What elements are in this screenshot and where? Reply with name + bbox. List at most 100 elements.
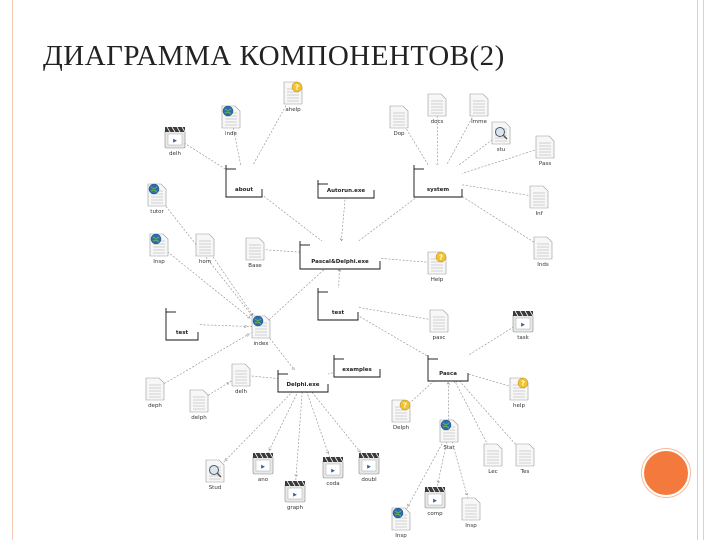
package-about: about	[225, 165, 263, 198]
document-icon	[429, 309, 449, 333]
clapper-stripe	[519, 310, 524, 317]
package-label: Autorun.exe	[327, 188, 365, 194]
component-c34: Insp	[461, 497, 481, 529]
package-label: examples	[342, 367, 372, 373]
component-label: Inds	[537, 262, 549, 268]
document-icon	[145, 377, 165, 401]
component-c30: ▶coda	[322, 456, 344, 487]
arrowhead	[294, 474, 298, 478]
component-label: help	[513, 403, 525, 409]
component-c15: ?Help	[427, 251, 447, 283]
help-badge-icon	[517, 377, 529, 389]
package-delphiexe: Delphi.exe	[277, 370, 329, 393]
package-outline	[413, 165, 463, 198]
media-glyph: ▶	[331, 468, 335, 474]
component-c33: Insp	[391, 507, 411, 539]
component-label: graph	[287, 505, 304, 511]
clapper-stripe	[360, 452, 365, 459]
component-label: Imme	[471, 119, 487, 125]
component-label: Inf	[535, 211, 543, 217]
document-icon	[515, 443, 535, 467]
help-badge-icon	[291, 81, 303, 93]
arrowhead	[357, 449, 361, 453]
component-label: inde	[225, 131, 238, 137]
component-label: doubl	[361, 477, 377, 483]
dependency-edge	[437, 146, 546, 182]
component-c20: deph	[145, 377, 165, 409]
clapper-stripe	[181, 126, 186, 133]
arrowhead	[337, 268, 342, 272]
component-c16: index	[251, 315, 271, 347]
slide-border-right-inner	[703, 0, 704, 540]
component-label: stu	[497, 147, 506, 153]
component-label: delh	[235, 389, 247, 395]
clapper-stripe	[370, 452, 375, 459]
clapper-stripe	[176, 126, 181, 133]
clapper-stripe	[514, 310, 519, 317]
document-icon	[535, 135, 555, 159]
arrowhead	[436, 480, 441, 484]
clapper-stripe	[365, 452, 370, 459]
accent-circle	[642, 449, 690, 497]
dependency-edge	[181, 323, 262, 328]
clapper-stripe	[426, 486, 431, 493]
package-label: test	[332, 310, 345, 316]
arrowhead	[407, 503, 411, 508]
component-label: delh	[169, 151, 181, 157]
component-label: deph	[148, 403, 162, 409]
clapper-bar	[285, 481, 305, 486]
help-badge-icon	[435, 251, 447, 263]
arrowhead	[245, 333, 250, 337]
component-label: Lec	[488, 469, 497, 475]
magnifier-handle	[216, 472, 222, 478]
component-c11: tutor	[147, 183, 167, 215]
component-label: Tes	[520, 469, 530, 475]
component-c22: ?Delph	[391, 399, 411, 431]
clapper-stripe	[291, 480, 296, 487]
slide-border-right	[697, 0, 698, 540]
arrowhead	[454, 379, 458, 384]
clapper-stripe	[259, 452, 264, 459]
arrowhead	[226, 382, 230, 386]
media-panel	[255, 459, 271, 472]
clapper-stripe	[286, 480, 291, 487]
clapper-stripe	[301, 480, 306, 487]
component-c24: Star	[439, 419, 459, 451]
clapper-stripe	[339, 456, 344, 463]
dependency-edge	[337, 303, 440, 322]
clapper-stripe	[441, 486, 446, 493]
clapper-stripe	[329, 456, 334, 463]
document-icon	[461, 497, 481, 521]
package-label: Pasca	[439, 371, 457, 377]
globe-land	[224, 108, 232, 115]
arrowhead	[464, 492, 469, 497]
package-label: test	[176, 330, 189, 336]
package-label: Pascal&Delphi.exe	[311, 259, 369, 265]
document-icon	[389, 105, 409, 129]
media-glyph: ▶	[173, 138, 177, 144]
magnifier-icon	[495, 127, 505, 137]
magnifier-icon	[209, 465, 219, 475]
dependency-edge	[448, 430, 472, 510]
component-label: pasc	[433, 335, 446, 341]
clapper-stripe	[254, 452, 259, 459]
document-icon	[195, 233, 215, 257]
arrowhead	[339, 238, 344, 242]
component-c14: Base	[245, 237, 265, 269]
dependency-edge	[447, 367, 494, 456]
help-badge-icon	[399, 399, 411, 411]
clapper-stripe	[264, 452, 269, 459]
component-c21: delph	[189, 389, 209, 421]
component-c8: Pass	[535, 135, 555, 167]
component-label: task	[517, 335, 529, 341]
clapper-stripe	[324, 456, 329, 463]
clapper-stripe	[171, 126, 176, 133]
document-icon	[189, 389, 209, 413]
component-label: Pass	[539, 161, 551, 167]
component-label: Dop	[393, 131, 405, 137]
arrowhead	[250, 312, 254, 316]
clapper-stripe	[375, 452, 380, 459]
component-c7: stu	[491, 121, 511, 153]
dependency-edge	[437, 180, 544, 249]
